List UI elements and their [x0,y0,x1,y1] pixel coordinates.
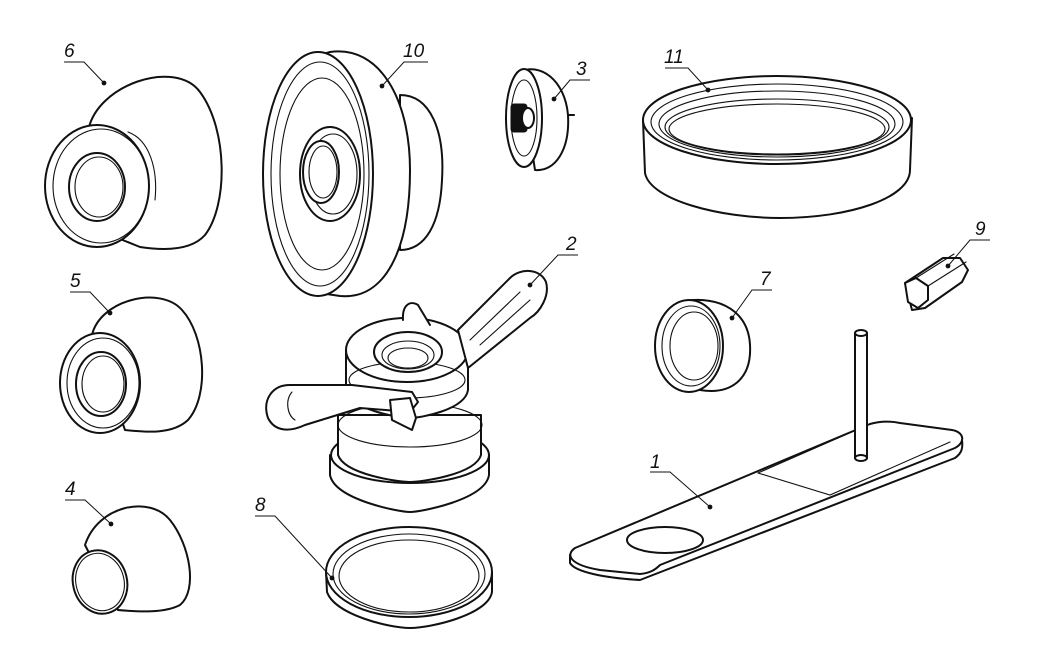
callout-5: 5 [70,271,113,316]
part-10-flanged-cone [262,50,444,298]
callout-9-dot [945,263,951,269]
callout-11: 11 [664,47,711,93]
part-2-wing-nut [265,270,548,513]
callout-6-dot [101,80,107,86]
part-4-small-cone [71,505,191,615]
callout-6: 6 [64,41,107,86]
callout-2: 2 [527,234,578,288]
part-7-small-ring [654,298,752,393]
callout-10-label: 10 [403,41,425,62]
callout-7-label: 7 [760,269,772,290]
callout-5-label: 5 [70,271,81,292]
part-6-large-cone [44,75,223,250]
callout-9-label: 9 [975,219,986,240]
callout-1-label: 1 [650,452,661,473]
part-5-medium-cone [59,296,204,434]
callout-9: 9 [945,219,990,269]
part-1-plate-with-pin [569,329,964,581]
callout-1-dot [707,504,713,510]
callout-4-label: 4 [65,479,76,500]
callout-10-dot [379,83,385,89]
callout-3-label: 3 [576,59,587,80]
part-3-small-hub [505,68,575,172]
callout-2-dot [527,282,533,288]
part-9-hex-nut [904,253,969,311]
part-11-large-ring [642,75,913,219]
callout-2-label: 2 [565,234,577,255]
callout-3-dot [551,96,557,102]
callout-8-dot [329,575,335,581]
callout-7: 7 [729,269,772,321]
callout-10: 10 [379,41,428,89]
callout-3: 3 [551,59,590,102]
callout-6-label: 6 [64,41,75,62]
callout-11-dot [705,87,711,93]
callout-4: 4 [65,479,114,527]
callout-8: 8 [255,495,335,581]
part-8-thin-ring [325,526,493,629]
callout-7-dot [729,315,735,321]
callout-5-dot [107,310,113,316]
callout-11-label: 11 [664,47,684,68]
callout-8-label: 8 [255,495,266,516]
callout-1: 1 [650,452,713,510]
callout-4-dot [108,521,114,527]
